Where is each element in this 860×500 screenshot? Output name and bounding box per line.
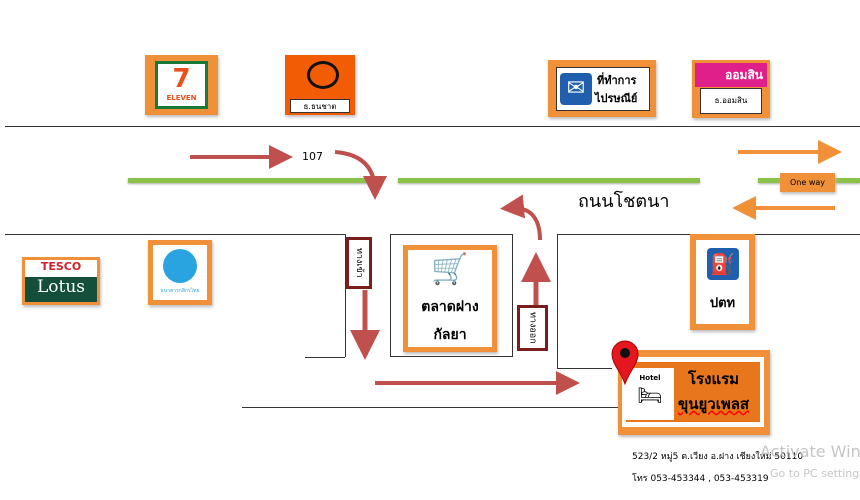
tesco-lotus-logo: TESCO Lotus <box>22 257 100 305</box>
seven-eleven-text: ELEVEN <box>166 94 197 102</box>
kbank-text: ธนาคารกสิกรไทย <box>160 288 200 294</box>
ptt-station: ⛽ ปตท <box>690 234 755 330</box>
road-edge-bottom <box>242 407 620 408</box>
location-pin-icon <box>611 340 639 385</box>
hotel-sign: Hotel 🛏 โรงแรม ขุนยูวเพลส <box>618 350 770 435</box>
post-office-line2: ไปรษณีย์ <box>595 92 638 105</box>
exit-label: ทางออก <box>517 305 548 351</box>
one-way-text: One way <box>789 178 825 187</box>
market: 🛒 ตลาดฝาง กัลยา <box>403 245 497 352</box>
road-edge-left <box>5 234 345 235</box>
gsb-label: ธ.ออมสิน <box>700 88 762 114</box>
post-office-line1: ที่ทำการ <box>597 74 637 87</box>
arrow-turn-in <box>334 150 387 200</box>
bed-icon: Hotel 🛏 <box>626 368 674 420</box>
gsb-logo-text: ออมสิน <box>725 68 763 82</box>
hotel-icon-text: Hotel <box>639 374 661 382</box>
median-2 <box>398 178 700 183</box>
soi-right-bottom <box>557 368 612 369</box>
road-edge-top <box>5 126 860 127</box>
activation-watermark-line1: Activate Windows <box>760 442 860 461</box>
soi-left-bottom <box>305 357 345 358</box>
thanachart-label: ธ.ธนชาต <box>290 99 350 113</box>
market-line1: ตลาดฝาง <box>421 299 479 315</box>
gsb-bank: ออมสิน ธ.ออมสิน <box>692 60 770 118</box>
tesco-text: TESCO <box>25 260 97 277</box>
kbank-logo: ธนาคารกสิกรไทย <box>148 240 212 305</box>
hotel-name-line2: ขุนยูวเพลส <box>678 395 750 413</box>
ptt-text: ปตท <box>709 296 736 311</box>
median-1 <box>128 178 380 183</box>
cart-icon: 🛒 <box>431 252 469 287</box>
seven-eleven-logo: 7 ELEVEN <box>145 55 218 115</box>
soi-left <box>345 234 346 357</box>
hotel-phone: โทร 053-453344 , 053-453319 <box>632 474 769 484</box>
market-line2: กัลยา <box>433 327 467 343</box>
soi-right <box>557 234 558 368</box>
lotus-text: Lotus <box>25 277 97 302</box>
road-number: 107 <box>302 150 323 163</box>
fuel-icon: ⛽ <box>706 248 739 280</box>
one-way-sign: One way <box>780 173 835 192</box>
mail-icon: ✉ <box>560 73 592 105</box>
hotel-address: 523/2 หมู่5 ต.เวียง อ.ฝาง เชียงใหม่ 5011… <box>632 452 804 462</box>
arrow-turn-out <box>500 194 542 241</box>
entrance-label: ทางเข้า <box>346 237 372 289</box>
market-lot <box>390 234 513 357</box>
activation-watermark-line2: Go to PC settings <box>770 467 860 480</box>
road-name: ถนนโชตนา <box>578 191 670 212</box>
hotel-name-line1: โรงแรม <box>688 370 740 388</box>
thanachart-logo: ธ.ธนชาต <box>285 55 355 115</box>
post-office: ✉ ที่ทำการ ไปรษณีย์ <box>548 60 656 117</box>
